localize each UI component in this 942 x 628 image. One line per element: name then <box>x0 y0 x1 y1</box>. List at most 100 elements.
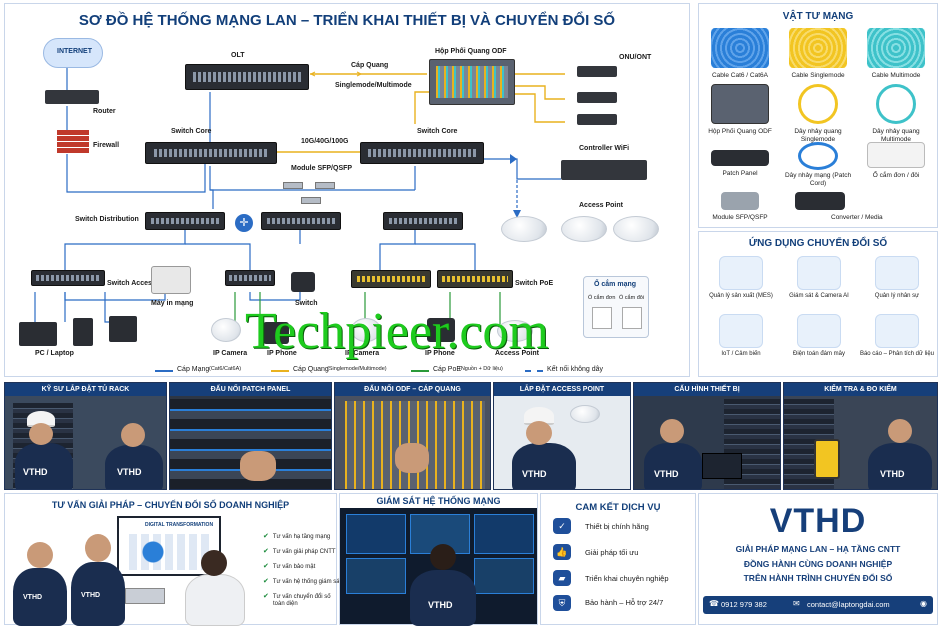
switch-distribution-icon <box>145 212 225 230</box>
outlet-single-icon <box>592 307 612 329</box>
material-item: Ổ cắm đơn / đôi <box>857 142 935 204</box>
laptop-icon <box>19 322 57 346</box>
tester-icon <box>814 439 840 479</box>
outlet-box: Ổ cắm mạng Ổ cắm đơn Ổ cắm đôi <box>583 276 649 338</box>
brand-phone[interactable]: 0912 979 382 <box>721 600 767 609</box>
legend-lan-label: Cáp Mạng <box>177 366 210 373</box>
commit-item: Bảo hành – Hỗ trợ 24/7 <box>585 598 664 607</box>
material-item: Hộp Phối Quang ODF <box>701 84 779 146</box>
access-point-icon <box>570 405 600 423</box>
material-label: Cable Singlemode <box>791 72 845 79</box>
outlet-icon <box>867 142 925 168</box>
legend: Cáp Mạng (Cat6/Cat6A) Cáp Quang (Singlem… <box>155 366 635 376</box>
app-item: IoT / Cảm biến <box>705 314 777 366</box>
client-head <box>201 550 227 576</box>
shirt-logo: VTHD <box>117 467 142 477</box>
odf-label: Hộp Phối Quang ODF <box>435 48 507 55</box>
consult-check: Tư vấn hạ tầng mạng <box>263 532 330 540</box>
engineer-figure <box>105 445 163 489</box>
operator-figure <box>410 570 476 626</box>
app-item: Quản lý sản xuất (MES) <box>705 256 777 308</box>
access-point-icon <box>561 216 607 242</box>
photo-title: CẤU HÌNH THIẾT BỊ <box>634 383 780 396</box>
app-label: Quản lý sản xuất (MES) <box>709 293 773 299</box>
material-label: Dây nhảy quang Multimode <box>872 128 920 143</box>
material-item: Cable Cat6 / Cat6A <box>701 28 779 90</box>
shirt-logo: VTHD <box>81 592 101 599</box>
consult-check: Tư vấn hệ thống giám sát <box>263 577 341 585</box>
app-label: Giám sát & Camera AI <box>789 293 849 299</box>
network-diagram-panel: SƠ ĐỒ HỆ THỐNG MẠNG LAN – TRIỂN KHAI THI… <box>4 3 690 377</box>
consultant-figure <box>13 568 67 626</box>
switch-access-label: Switch Access <box>107 280 156 287</box>
switch-access-icon <box>31 270 105 286</box>
engineer-figure <box>868 443 932 489</box>
consult-check: Tư vấn chuyển đổi số <box>263 592 331 600</box>
engineer-head <box>29 423 53 445</box>
photo-access-point: VTHD LẮP ĐẶT ACCESS POINT <box>493 382 631 490</box>
photo-title: LẮP ĐẶT ACCESS POINT <box>494 383 630 396</box>
laptop-icon <box>702 453 742 479</box>
engineer-head <box>526 421 552 445</box>
onu-device-icon <box>577 66 617 77</box>
outlet-title: Ổ cắm mạng <box>594 281 637 288</box>
switch-core-left-icon <box>145 142 277 164</box>
material-label: Cable Cat6 / Cat6A <box>711 72 768 79</box>
app-item: Quản lý nhân sự <box>861 256 933 308</box>
photo-device-config: VTHD CẤU HÌNH THIẾT BỊ <box>633 382 781 490</box>
brand-logo: VTHD <box>769 502 867 540</box>
switch-small-label: Switch <box>295 300 318 307</box>
cloud-icon <box>797 314 841 348</box>
app-item: Điện toán đám mây <box>783 314 855 366</box>
internet-label: INTERNET <box>57 48 92 55</box>
patch-panel-icon <box>711 150 769 166</box>
converter-icon <box>795 192 845 210</box>
consult-title: TƯ VẤN GIẢI PHÁP – CHUYỂN ĐỔI SỐ DOANH N… <box>51 500 290 510</box>
commit-item: Thiết bị chính hãng <box>585 522 649 531</box>
laptop-icon <box>125 588 165 604</box>
material-item: Dây nhảy quang Singlemode <box>779 84 857 146</box>
onu-label: ONU/ONT <box>619 54 652 61</box>
shirt-logo: VTHD <box>654 469 679 479</box>
outlet-single-label: Ổ cắm đơn <box>588 295 616 301</box>
photo-testing: VTHD KIỂM TRA & ĐO KIỂM <box>783 382 938 490</box>
engineer-head <box>660 419 684 443</box>
shirt-logo: VTHD <box>522 469 547 479</box>
ip-phone-icon <box>427 318 455 342</box>
onu-device-icon <box>577 114 617 125</box>
switch-poe-icon <box>351 270 431 288</box>
pc-label: PC / Laptop <box>35 350 74 357</box>
router-icon <box>45 90 99 104</box>
brand-tagline-3: TRÊN HÀNH TRÌNH CHUYỂN ĐỔI SỐ <box>743 573 893 583</box>
controller-label: Controller WiFi <box>579 145 630 152</box>
material-item: Converter / Media <box>791 192 931 254</box>
consult-check: Tư vấn bảo mật <box>263 562 315 570</box>
hand-image <box>240 451 276 481</box>
legend-poe-label: Cáp PoE <box>433 366 462 373</box>
app-label: Điện toán đám mây <box>792 351 846 357</box>
brand-tagline-1: GIẢI PHÁP MẠNG LAN – HẠ TẦNG CNTT <box>735 544 901 554</box>
app-label: IoT / Cảm biến <box>721 351 761 357</box>
ip-camera-label-2: IP Camera <box>345 350 380 357</box>
engineer-head <box>888 419 912 443</box>
outlet-double-icon <box>622 307 642 329</box>
material-label: Patch Panel <box>722 170 758 177</box>
access-point-icon <box>501 216 547 242</box>
odf-box-icon <box>429 59 515 105</box>
switch-poe-label: Switch PoE <box>515 280 554 287</box>
brand-email[interactable]: contact@laptongdai.com <box>807 600 890 609</box>
fiber-mode-label: Singlemode/Multimode <box>335 82 412 89</box>
material-item: Dây nhảy mạng (Patch Cord) <box>779 142 857 204</box>
blue-cable-icon <box>711 28 769 68</box>
yellow-cable-icon <box>789 28 847 68</box>
legend-fiber-label: Cáp Quang <box>293 366 329 373</box>
engineer-figure <box>644 443 702 489</box>
access-point-label: Access Point <box>495 350 539 357</box>
client-figure <box>185 574 245 626</box>
material-label: Cable Multimode <box>871 72 921 79</box>
commit-item: Triển khai chuyên nghiệp <box>585 574 669 583</box>
controller-wifi-icon <box>561 160 647 180</box>
legend-swatch-fiber <box>271 370 289 372</box>
apps-title: ỨNG DỤNG CHUYỂN ĐỔI SỐ <box>748 238 888 249</box>
distribution-label: Switch Distribution <box>75 216 139 223</box>
